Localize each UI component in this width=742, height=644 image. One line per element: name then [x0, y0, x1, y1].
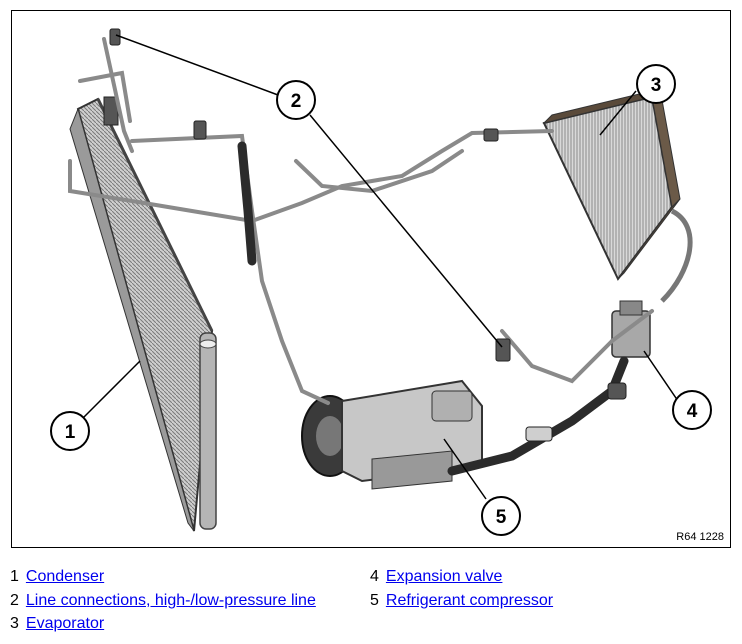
callout-4: 4	[672, 390, 712, 430]
legend-item-5: 5 Refrigerant compressor	[370, 592, 553, 610]
hose-fittings	[109, 28, 627, 442]
refrigerant-compressor	[301, 379, 483, 490]
legend-link-evaporator[interactable]: Evaporator	[25, 615, 105, 632]
legend-number: 4	[370, 568, 379, 585]
callout-5: 5	[481, 496, 521, 536]
legend-link-condenser[interactable]: Condenser	[25, 568, 105, 585]
high-pressure-hose	[237, 141, 629, 476]
callout-2: 2	[276, 80, 316, 120]
expansion-valve	[611, 300, 651, 358]
figure-reference-code: R64 1228	[676, 531, 724, 543]
legend-number: 2	[10, 592, 19, 609]
svg-text:2: 2	[291, 91, 302, 112]
callout-1: 1	[50, 411, 90, 451]
callout-3: 3	[636, 64, 676, 104]
legend-link-expansion-valve[interactable]: Expansion valve	[385, 568, 503, 585]
svg-text:3: 3	[651, 75, 662, 96]
diagram-figure: 1 2 3 4 5 R64 1228	[11, 10, 731, 548]
legend-item-2: 2 Line connections, high-/low-pressure li…	[10, 592, 316, 610]
legend: 1 Condenser 2 Line connections, high-/low-…	[0, 566, 742, 644]
callout-leaders	[79, 34, 679, 500]
evaporator	[542, 87, 693, 303]
condenser	[69, 96, 217, 532]
legend-item-4: 4 Expansion valve	[370, 568, 502, 586]
legend-link-line-connections[interactable]: Line connections, high-/low-pressure lin…	[25, 592, 316, 609]
svg-text:4: 4	[687, 401, 698, 422]
legend-number: 5	[370, 592, 379, 609]
line-connection-fitting	[109, 28, 121, 46]
legend-link-refrigerant-compressor[interactable]: Refrigerant compressor	[385, 592, 554, 609]
receiver-drier	[199, 332, 217, 530]
refrigerant-circuit-illustration: 1 2 3 4 5	[50, 28, 712, 536]
svg-text:1: 1	[65, 422, 76, 443]
legend-item-1: 1 Condenser	[10, 568, 104, 586]
legend-item-3: 3 Evaporator	[10, 615, 104, 633]
svg-text:5: 5	[496, 507, 507, 528]
legend-number: 3	[10, 615, 19, 632]
legend-number: 1	[10, 568, 19, 585]
